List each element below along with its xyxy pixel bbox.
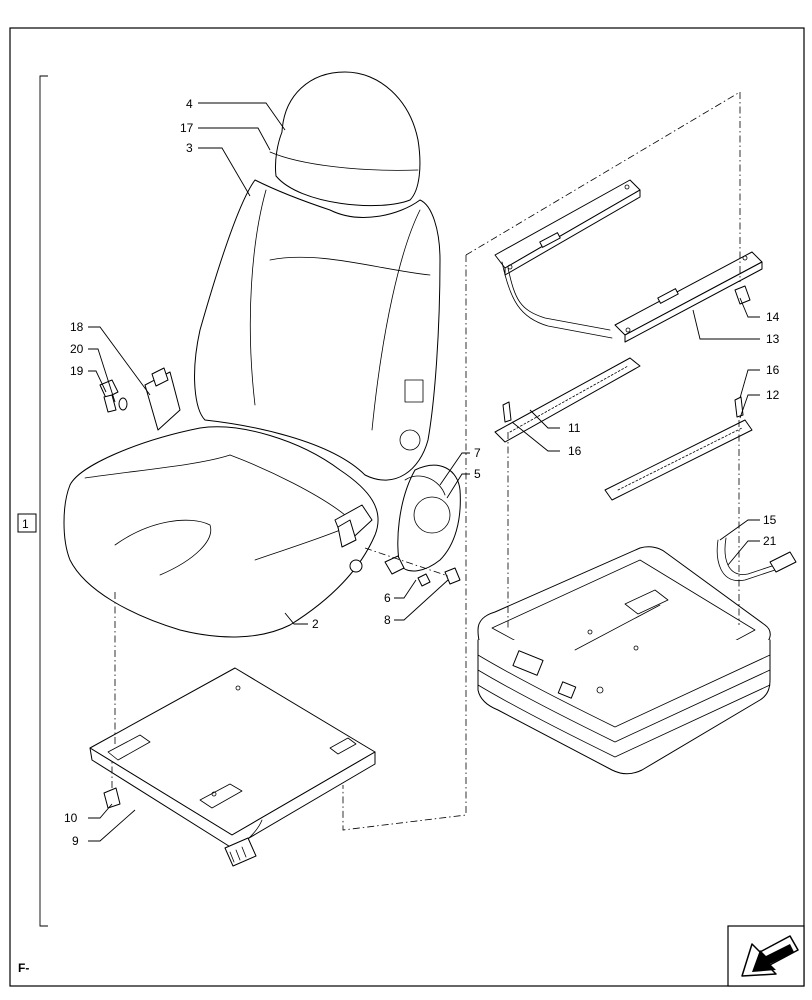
bolts-6-8	[384, 555, 461, 587]
bolt-10	[103, 787, 121, 809]
callout-labels: 1 4 17 3 18 20 19 7 5 6 8 2 10 9 11 16 1…	[22, 97, 780, 848]
callout-12: 12	[766, 388, 780, 402]
callout-5: 5	[474, 467, 481, 481]
seat-plate	[89, 667, 376, 867]
assembly-bracket	[17, 75, 48, 927]
callout-15: 15	[763, 513, 777, 527]
toothed-rail-11	[494, 357, 641, 443]
callout-8: 8	[384, 613, 391, 627]
screw-16a	[502, 401, 512, 423]
callout-11: 11	[568, 421, 581, 435]
callout-16a: 16	[568, 444, 582, 458]
callout-9: 9	[72, 834, 79, 848]
bolt-14	[734, 285, 751, 305]
callout-2: 2	[312, 617, 319, 631]
callout-6: 6	[384, 591, 391, 605]
callout-14: 14	[766, 310, 780, 324]
callout-17: 17	[180, 121, 194, 135]
callout-1: 1	[22, 517, 29, 531]
seat-cushion	[63, 426, 379, 638]
callout-18: 18	[70, 320, 84, 334]
callout-3: 3	[186, 141, 193, 155]
seat-belt-anchor	[99, 367, 181, 431]
corner-label: F-	[18, 961, 29, 975]
callout-21: 21	[763, 534, 777, 548]
callout-4: 4	[186, 97, 193, 111]
headrest	[275, 71, 421, 207]
leader-lines	[88, 102, 760, 842]
backrest	[194, 179, 441, 481]
suspension-base	[477, 537, 797, 775]
callout-20: 20	[70, 342, 84, 356]
callout-7: 7	[474, 446, 481, 460]
callout-16b: 16	[766, 363, 780, 377]
seat-assembly	[63, 71, 441, 638]
page-arrow-icon[interactable]	[727, 925, 805, 987]
screw-16b	[734, 396, 744, 418]
slide-rail-assembly	[494, 179, 763, 343]
diagram-border	[9, 27, 805, 987]
toothed-rail-12	[604, 419, 753, 501]
callout-19: 19	[70, 364, 84, 378]
recliner-cover	[397, 464, 461, 572]
callout-13: 13	[766, 332, 780, 346]
callout-10: 10	[64, 811, 78, 825]
alignment-lines	[111, 91, 741, 831]
